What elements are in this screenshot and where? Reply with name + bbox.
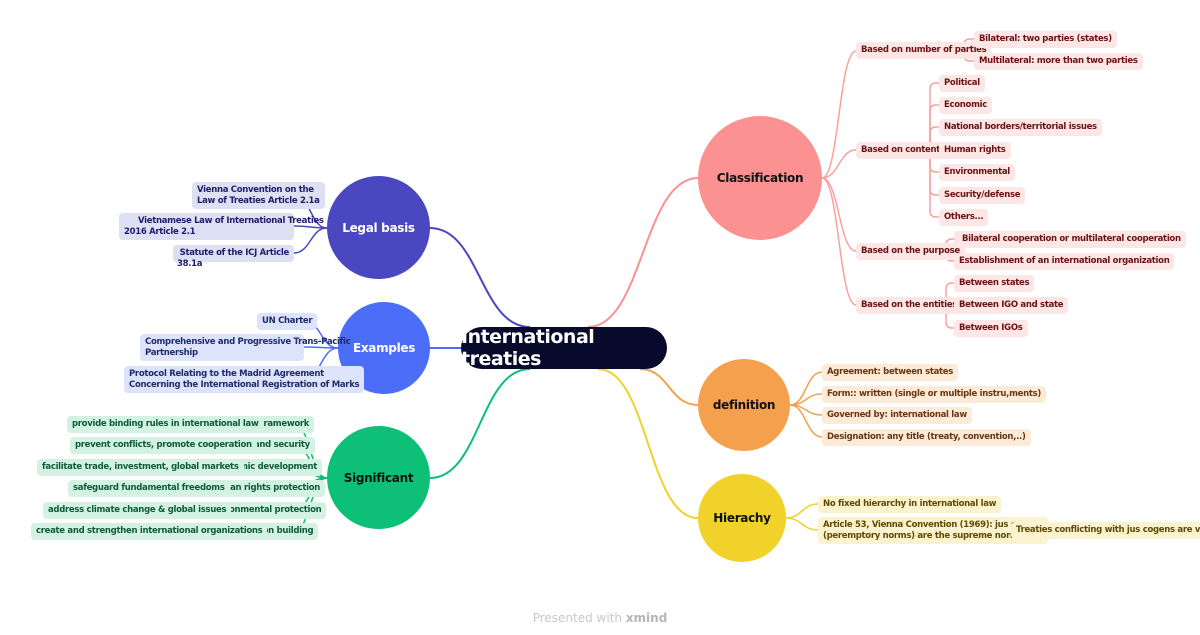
connector-classification-group	[821, 149, 857, 179]
classification-item[interactable]: Environmental	[939, 164, 1015, 181]
definition-item[interactable]: Agreement: between states	[822, 364, 959, 381]
legal-basis-overflow-text: 38.1a	[177, 259, 203, 269]
classification-item[interactable]: Human rights	[939, 142, 1011, 159]
footer-branding: Presented with xmind	[0, 611, 1200, 625]
connector-significant	[429, 368, 531, 479]
classification-item[interactable]: Bilateral cooperation or multilateral co…	[954, 231, 1186, 248]
legal-basis-item[interactable]: Vietnamese Law of International Treaties…	[119, 213, 324, 240]
legal-basis-item[interactable]: Statute of the ICJ Article	[173, 245, 294, 262]
legal-basis-line1: Statute of the ICJ Article	[179, 248, 290, 258]
legal-basis-line1: Vietnamese Law of International Treaties	[138, 215, 324, 226]
connector-definition	[639, 368, 699, 406]
legal-basis-item[interactable]: Vienna Convention on the Law of Treaties…	[192, 182, 325, 209]
significant-detail[interactable]: facilitate trade, investment, global mar…	[37, 459, 244, 476]
significant-detail[interactable]: address climate change & global issues	[43, 502, 232, 519]
example-item[interactable]: UN Charter	[257, 313, 318, 330]
legal-basis-line2: 2016 Article 2.1	[124, 226, 196, 237]
connector-hierarchy-item	[785, 503, 819, 519]
topic-hierarchy[interactable]: Hierachy	[698, 474, 786, 562]
topic-classification[interactable]: Classification	[698, 116, 822, 240]
significant-item[interactable]: Environmental protection	[201, 502, 327, 519]
connector-classification-item	[922, 149, 939, 218]
classification-item[interactable]: Between IGO and state	[954, 297, 1069, 314]
example-line1: Comprehensive and Progressive Trans-Paci…	[145, 336, 351, 347]
significant-detail[interactable]: prevent conflicts, promote cooperation	[70, 437, 257, 454]
classification-item[interactable]: Political	[939, 75, 985, 92]
hierarchy-item-line2: (peremptory norms) are the supreme norms	[823, 530, 1024, 541]
topic-definition[interactable]: definition	[698, 359, 790, 451]
topic-definition-label: definition	[712, 398, 776, 412]
definition-item[interactable]: Designation: any title (treaty, conventi…	[822, 429, 1031, 446]
significant-item[interactable]: Human rights protection	[204, 480, 326, 497]
hierarchy-item[interactable]: Article 53, Vienna Convention (1969): ju…	[818, 517, 1048, 544]
legal-basis-line2: Law of Treaties Article 2.1a	[197, 195, 320, 206]
classification-item[interactable]: Multilateral: more than two parties	[974, 53, 1143, 70]
classification-item[interactable]: Establishment of an international organi…	[954, 253, 1175, 270]
legal-basis-line1: Vienna Convention on the	[197, 184, 314, 195]
definition-item[interactable]: Governed by: international law	[822, 407, 972, 424]
example-item[interactable]: Comprehensive and Progressive Trans-Paci…	[140, 334, 351, 361]
topic-legal-basis-label: Legal basis	[342, 220, 415, 235]
connector-classification	[587, 177, 699, 328]
significant-detail[interactable]: create and strengthen international orga…	[31, 523, 268, 540]
example-item[interactable]: Protocol Relating to the Madrid Agreemen…	[124, 366, 365, 393]
topic-examples[interactable]: Examples	[338, 302, 430, 394]
hierarchy-subitem[interactable]: Treaties conflicting with jus cogens are…	[1011, 522, 1200, 539]
connector-legal-basis	[429, 227, 531, 328]
classification-item[interactable]: Between states	[954, 275, 1035, 292]
example-line2: Partnership	[145, 347, 198, 358]
connector-classification-group	[821, 177, 857, 306]
connector-classification-group	[821, 177, 857, 252]
connector-hierarchy-item	[785, 517, 819, 531]
classification-item[interactable]: Economic	[939, 97, 992, 114]
footer-prefix: Presented with	[532, 611, 626, 625]
connector-hierarchy	[597, 368, 699, 519]
xmind-logo: xmind	[625, 611, 668, 625]
classification-item[interactable]: National borders/territorial issues	[939, 119, 1102, 136]
hierarchy-item-line1: Article 53, Vienna Convention (1969): ju…	[823, 519, 1043, 530]
example-line1: Protocol Relating to the Madrid Agreemen…	[129, 368, 324, 379]
central-topic[interactable]: International treaties	[461, 326, 667, 370]
connector-classification-group	[821, 50, 857, 179]
classification-group[interactable]: Based on number of parties	[856, 42, 992, 59]
connector-legal-basis-item	[293, 227, 328, 254]
topic-classification-label: Classification	[716, 171, 804, 185]
topic-significant-label: Significant	[343, 470, 414, 485]
classification-item[interactable]: Between IGOs	[954, 320, 1028, 337]
classification-item[interactable]: Security/defense	[939, 187, 1026, 204]
classification-group[interactable]: Based on the entities	[856, 297, 963, 314]
topic-examples-label: Examples	[352, 341, 416, 355]
significant-detail[interactable]: safeguard fundamental freedoms	[68, 480, 230, 497]
classification-item[interactable]: Others...	[939, 209, 989, 226]
topic-significant[interactable]: Significant	[327, 426, 430, 529]
hierarchy-item[interactable]: No fixed hierarchy in international law	[818, 496, 1002, 513]
connector-definition-item	[789, 404, 823, 438]
significant-detail[interactable]: provide binding rules in international l…	[67, 416, 264, 433]
example-line2: Concerning the International Registratio…	[129, 379, 360, 390]
classification-item[interactable]: Bilateral: two parties (states)	[974, 31, 1117, 48]
topic-legal-basis[interactable]: Legal basis	[327, 176, 430, 279]
classification-group[interactable]: Based on content	[856, 142, 946, 159]
definition-item[interactable]: Form:: written (single or multiple instr…	[822, 386, 1046, 403]
classification-group[interactable]: Based on the purpose	[856, 243, 965, 260]
topic-hierarchy-label: Hierachy	[713, 511, 771, 525]
